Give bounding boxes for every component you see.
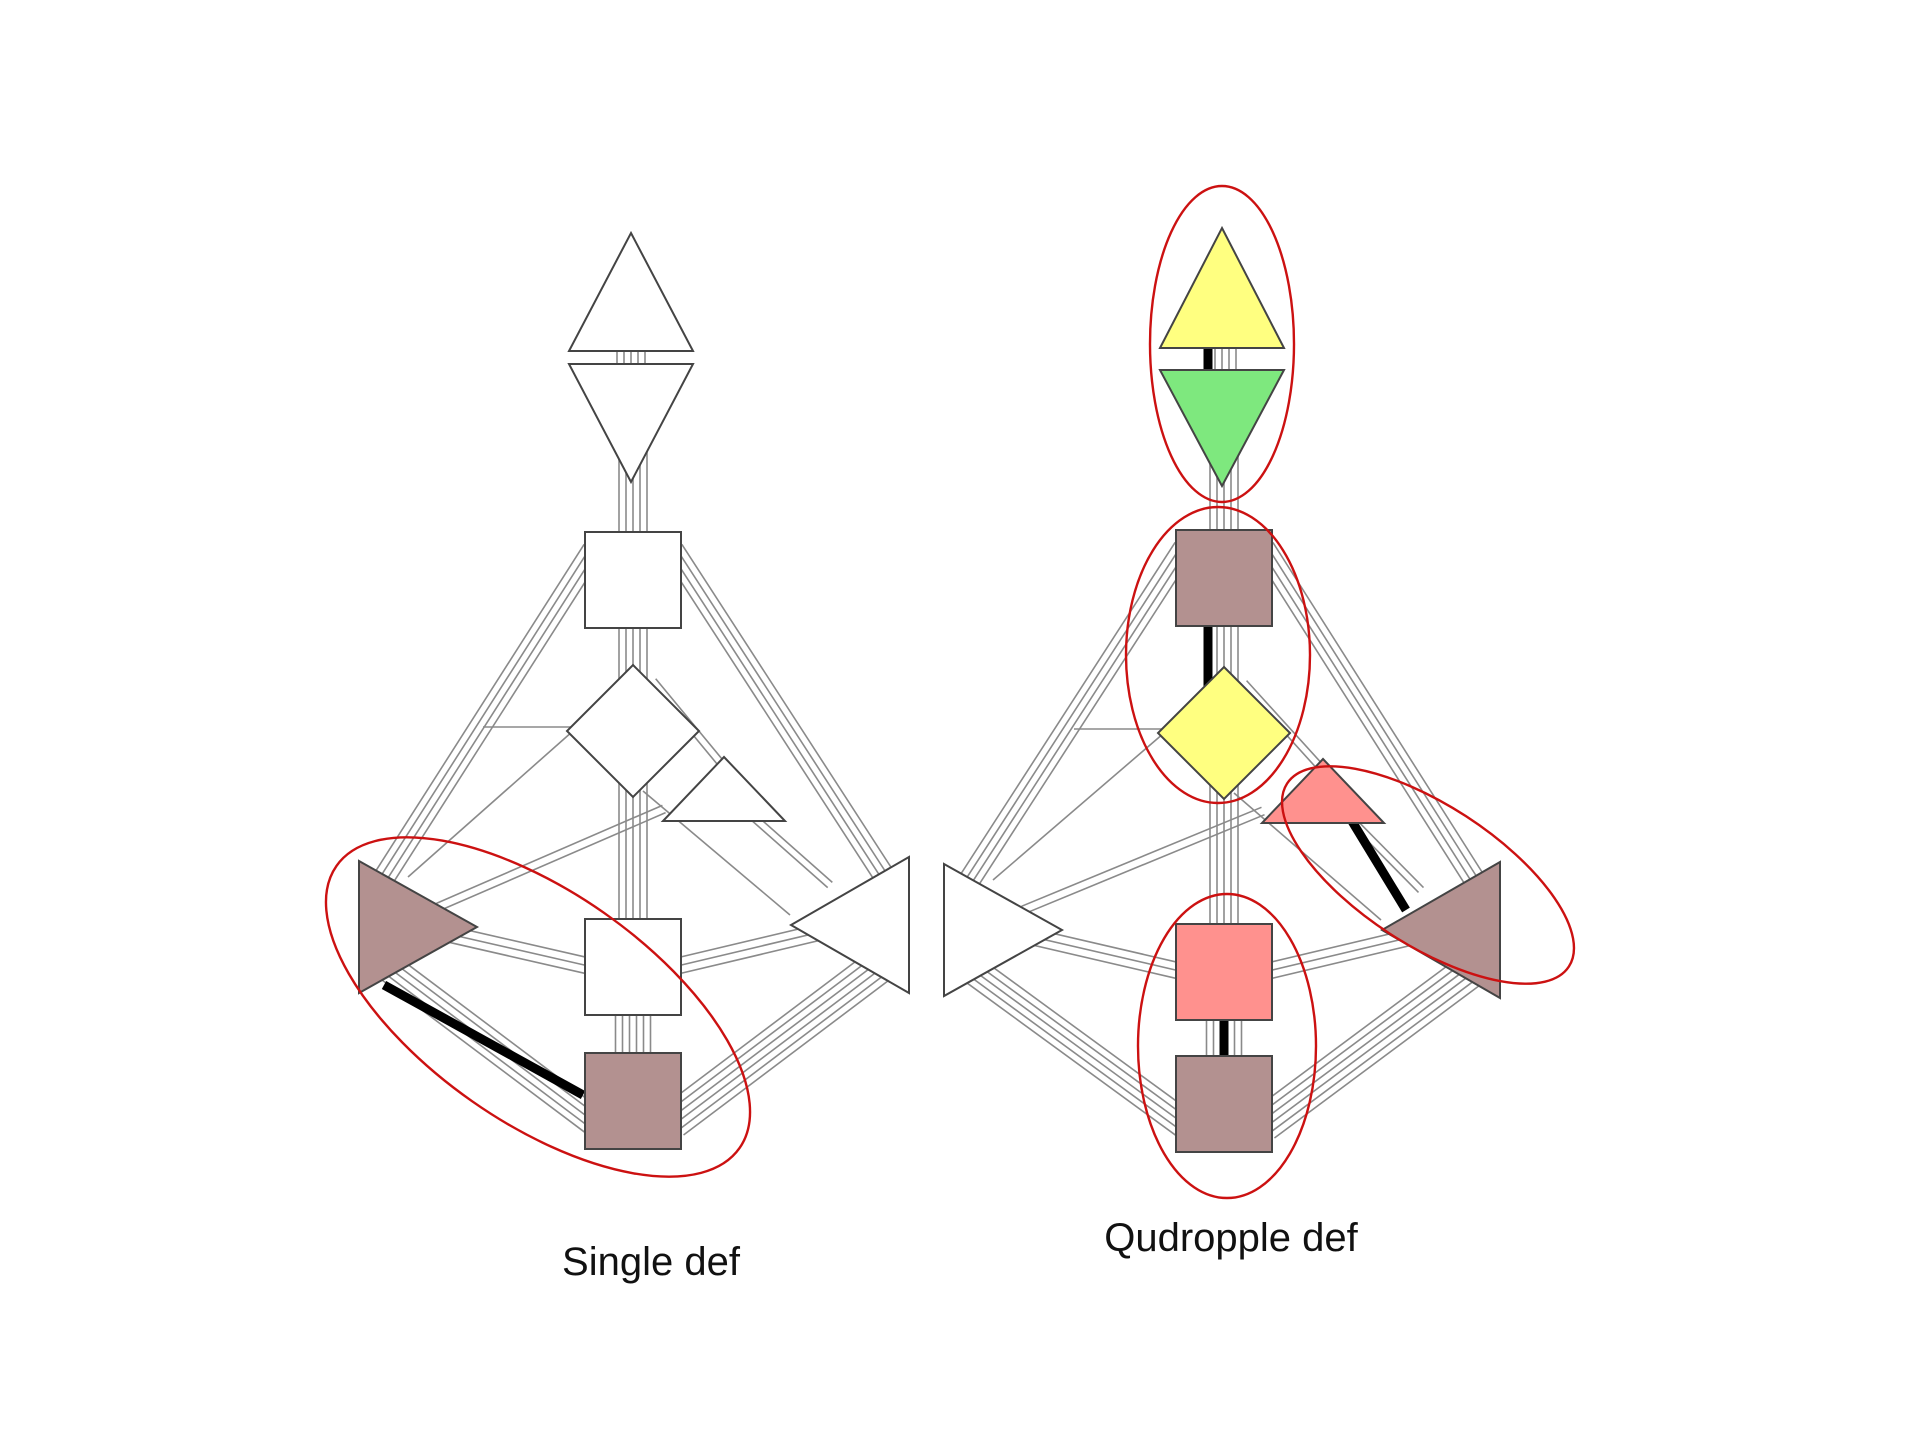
channel-heart-solar bbox=[741, 811, 829, 889]
channel-solar-root bbox=[1269, 977, 1478, 1134]
center-ajna bbox=[567, 363, 695, 485]
defined-channel-heart-solar_plexus bbox=[1343, 810, 1410, 913]
channel-spleen-root bbox=[968, 975, 1181, 1131]
channel-solar-root bbox=[1273, 983, 1482, 1139]
caption-single-def: Single def bbox=[562, 1240, 740, 1284]
channel-solar-root bbox=[674, 967, 883, 1125]
channel-heart-spleen bbox=[436, 804, 663, 905]
center-g bbox=[565, 663, 701, 799]
channel-solar-root bbox=[666, 955, 875, 1114]
channel-throat-spleen bbox=[368, 543, 585, 882]
channel-throat-solar bbox=[663, 555, 882, 892]
centers bbox=[943, 225, 1501, 1153]
center-head bbox=[1158, 225, 1286, 349]
center-spleen bbox=[943, 862, 1065, 998]
channel-throat-solar bbox=[1272, 541, 1491, 885]
definition-ellipse-1 bbox=[1148, 184, 1296, 504]
channel-throat-solar bbox=[1254, 553, 1473, 897]
centers bbox=[358, 230, 910, 1150]
center-ajna bbox=[1158, 369, 1286, 489]
channel-throat-spleen bbox=[959, 545, 1182, 889]
channel-g-spleen bbox=[407, 730, 574, 878]
channel-throat-solar bbox=[681, 543, 900, 880]
channel-solar-root bbox=[678, 972, 887, 1131]
channel-throat-spleen bbox=[380, 551, 597, 890]
channel-spleen-root bbox=[976, 963, 1189, 1119]
definition-ellipse-4 bbox=[1136, 892, 1318, 1200]
defined-channels bbox=[381, 981, 586, 1099]
channel-g-solar bbox=[642, 790, 791, 916]
definition-ellipse-1 bbox=[324, 836, 752, 1178]
center-sacral bbox=[1175, 923, 1273, 1021]
channel-throat-spleen bbox=[386, 555, 603, 894]
channel-solar-root bbox=[1265, 972, 1474, 1128]
channel-solar-root bbox=[1257, 960, 1466, 1117]
center-solar-plexus bbox=[1379, 860, 1501, 1000]
channel-throat-solar bbox=[669, 551, 888, 888]
channel-g-solar bbox=[1233, 792, 1382, 921]
channel-spleen-root bbox=[964, 980, 1177, 1136]
center-throat bbox=[584, 531, 682, 629]
channel-spleen-root bbox=[972, 969, 1185, 1125]
channel-spleen-root bbox=[980, 958, 1193, 1114]
channel-throat-solar bbox=[675, 547, 894, 884]
channel-solar-root bbox=[661, 950, 870, 1108]
channel-heart-spleen bbox=[1021, 806, 1262, 908]
channel-throat-spleen bbox=[971, 553, 1194, 897]
channel-throat-spleen bbox=[953, 541, 1176, 885]
center-root bbox=[1175, 1055, 1273, 1153]
bodygraph-single-def bbox=[324, 230, 910, 1178]
channel-solar-root bbox=[1253, 955, 1462, 1111]
center-solar-plexus bbox=[788, 855, 910, 995]
center-spleen bbox=[358, 859, 480, 995]
center-root bbox=[584, 1052, 682, 1150]
definition-groups bbox=[324, 836, 752, 1178]
channel-throat-spleen bbox=[965, 549, 1188, 893]
center-throat bbox=[1175, 529, 1273, 627]
definition-groups bbox=[1124, 184, 1576, 1200]
defined-channel-spleen-root bbox=[381, 981, 586, 1099]
channel-throat-spleen bbox=[374, 547, 591, 886]
channel-heart-spleen bbox=[439, 811, 666, 912]
caption-quadruple-def: Qudropple def bbox=[1104, 1216, 1358, 1260]
channel-spleen-root bbox=[391, 960, 598, 1117]
channel-g-spleen bbox=[992, 732, 1165, 881]
channel-solar-root bbox=[683, 978, 892, 1136]
center-sacral bbox=[584, 918, 682, 1016]
channel-throat-solar bbox=[1266, 545, 1485, 889]
channel-solar-root bbox=[1261, 966, 1470, 1122]
channel-spleen-root bbox=[383, 971, 590, 1128]
definition-ellipse-3 bbox=[1280, 765, 1576, 985]
center-head bbox=[567, 230, 695, 352]
center-heart bbox=[660, 755, 788, 822]
channel-heart-spleen bbox=[1024, 813, 1265, 915]
center-heart bbox=[1259, 757, 1387, 824]
channel-throat-solar bbox=[1260, 549, 1479, 893]
channel-solar-root bbox=[670, 961, 879, 1119]
center-g bbox=[1156, 665, 1292, 801]
bodygraph-quadruple-def bbox=[943, 184, 1576, 1200]
definition-ellipse-2 bbox=[1124, 505, 1312, 805]
